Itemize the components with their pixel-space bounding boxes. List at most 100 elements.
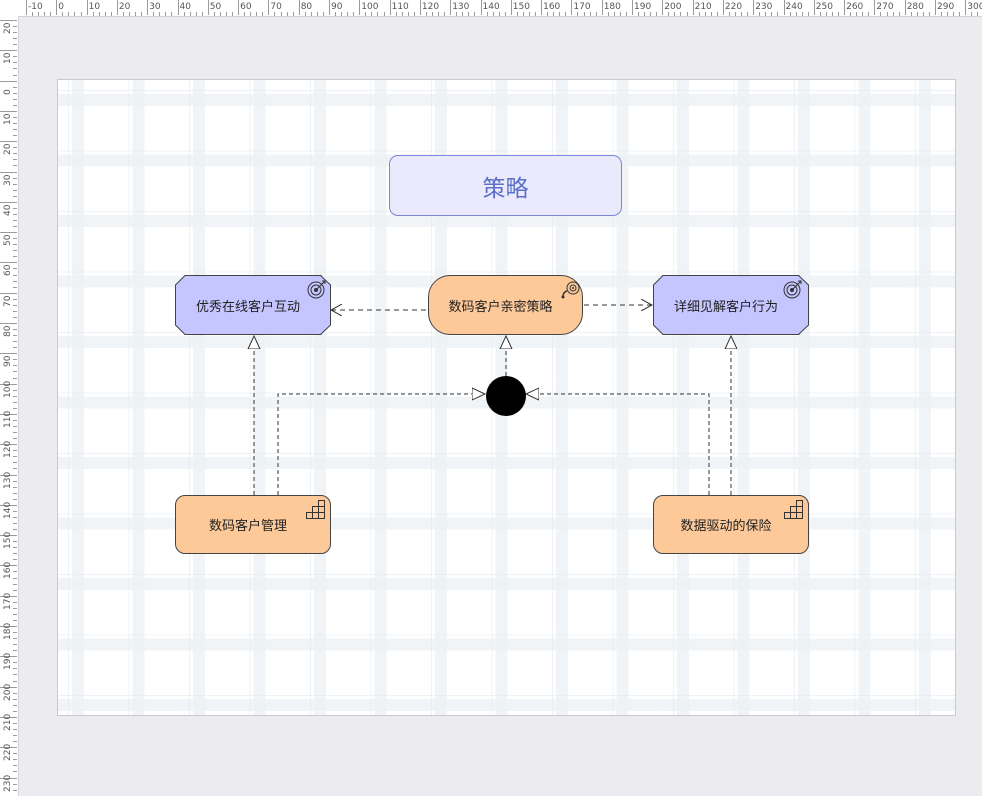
ruler-minor-tick <box>504 12 506 16</box>
ruler-label: 30 <box>149 2 161 12</box>
ruler-label: 180 <box>3 622 13 640</box>
ruler-minor-tick <box>13 438 17 440</box>
ruler-tick <box>0 262 17 264</box>
ruler-minor-tick <box>13 316 17 318</box>
ruler-tick <box>541 0 543 15</box>
ruler-tick <box>965 0 967 15</box>
ruler-minor-tick <box>310 12 312 16</box>
ruler-minor-tick <box>13 529 17 531</box>
ruler-tick <box>0 20 17 21</box>
ruler-minor-tick <box>595 12 597 16</box>
ruler-minor-tick <box>13 44 17 46</box>
ruler-minor-tick <box>244 12 246 16</box>
ruler-label: 60 <box>3 264 13 277</box>
ruler-label: 280 <box>906 2 924 12</box>
ruler-tick <box>0 656 17 658</box>
ruler-minor-tick <box>771 12 773 16</box>
ruler-tick <box>813 0 815 15</box>
ruler-minor-tick <box>13 159 17 161</box>
ruler-minor-tick <box>13 256 17 258</box>
ruler-label: 140 <box>482 2 500 12</box>
ruler-minor-tick <box>110 12 112 16</box>
ruler-minor-tick <box>553 12 555 16</box>
ruler-minor-tick <box>165 12 167 16</box>
ruler-label: 80 <box>300 2 313 12</box>
ruler-tick <box>450 0 452 15</box>
ruler-tick <box>662 0 664 15</box>
capability-left-label: 数码客户管理 <box>208 519 287 534</box>
ruler-minor-tick <box>13 226 17 228</box>
capability-stairs-icon <box>306 500 325 519</box>
ruler-label: 130 <box>452 2 470 12</box>
course-of-action-node[interactable]: 数码客户亲密策略 <box>428 275 583 335</box>
ruler-minor-tick <box>38 12 40 16</box>
ruler-label: 170 <box>573 2 591 12</box>
ruler-label: 70 <box>3 295 13 307</box>
ruler-label: 290 <box>937 2 955 12</box>
ruler-tick <box>0 80 17 82</box>
ruler-minor-tick <box>698 12 700 16</box>
capability-node-right[interactable]: 数据驱动的保险 <box>653 495 809 554</box>
ruler-minor-tick <box>13 268 17 270</box>
ruler-minor-tick <box>377 12 379 16</box>
goal-right-border <box>653 275 809 335</box>
ruler-minor-tick <box>13 341 17 343</box>
diagram-title[interactable]: 策略 <box>389 155 622 216</box>
ruler-minor-tick <box>13 407 17 409</box>
ruler-minor-tick <box>516 12 518 16</box>
ruler-minor-tick <box>13 153 17 155</box>
ruler-minor-tick <box>468 12 470 16</box>
ruler-minor-tick <box>316 12 318 16</box>
ruler-tick <box>0 716 17 718</box>
ruler-minor-tick <box>13 522 17 524</box>
ruler-label: 0 <box>58 2 65 12</box>
ruler-tick <box>0 201 17 203</box>
ruler-minor-tick <box>656 12 658 16</box>
ruler-minor-tick <box>522 12 524 16</box>
ruler-minor-tick <box>250 12 252 16</box>
ruler-minor-tick <box>13 395 17 397</box>
ruler-minor-tick <box>880 12 882 16</box>
ruler-minor-tick <box>13 571 17 573</box>
ruler-minor-tick <box>262 12 264 16</box>
ruler-minor-tick <box>341 12 343 16</box>
ruler-minor-tick <box>13 735 17 737</box>
ruler-minor-tick <box>474 12 476 16</box>
ruler-tick <box>0 110 17 112</box>
ruler-minor-tick <box>425 12 427 16</box>
ruler-minor-tick <box>13 147 17 149</box>
ruler-minor-tick <box>13 135 17 137</box>
ruler-minor-tick <box>674 12 676 16</box>
ruler-label: 110 <box>3 410 13 428</box>
ruler-minor-tick <box>941 12 943 16</box>
ruler-minor-tick <box>868 12 870 16</box>
ruler-minor-tick <box>583 12 585 16</box>
ruler-minor-tick <box>171 12 173 16</box>
ruler-tick <box>0 747 17 749</box>
ruler-minor-tick <box>62 12 64 16</box>
ruler-minor-tick <box>256 12 258 16</box>
ruler-minor-tick <box>13 389 17 391</box>
capability-node-left[interactable]: 数码客户管理 <box>175 495 331 554</box>
ruler-label: 260 <box>846 2 864 12</box>
ruler-label: 190 <box>3 653 13 671</box>
ruler-label: 100 <box>3 380 13 398</box>
ruler-minor-tick <box>977 12 979 16</box>
ruler-minor-tick <box>735 12 737 16</box>
ruler-minor-tick <box>280 12 282 16</box>
ruler-minor-tick <box>13 165 17 167</box>
ruler-minor-tick <box>219 12 221 16</box>
ruler-minor-tick <box>13 98 17 100</box>
ruler-label: -10 <box>28 2 43 12</box>
ruler-minor-tick <box>13 662 17 664</box>
ruler-minor-tick <box>438 12 440 16</box>
ruler-tick <box>0 686 17 688</box>
ruler-minor-tick <box>13 741 17 743</box>
ruler-label: 220 <box>3 744 13 762</box>
ruler-minor-tick <box>407 12 409 16</box>
ruler-minor-tick <box>13 680 17 682</box>
ruler-minor-tick <box>13 480 17 482</box>
ruler-minor-tick <box>92 12 94 16</box>
